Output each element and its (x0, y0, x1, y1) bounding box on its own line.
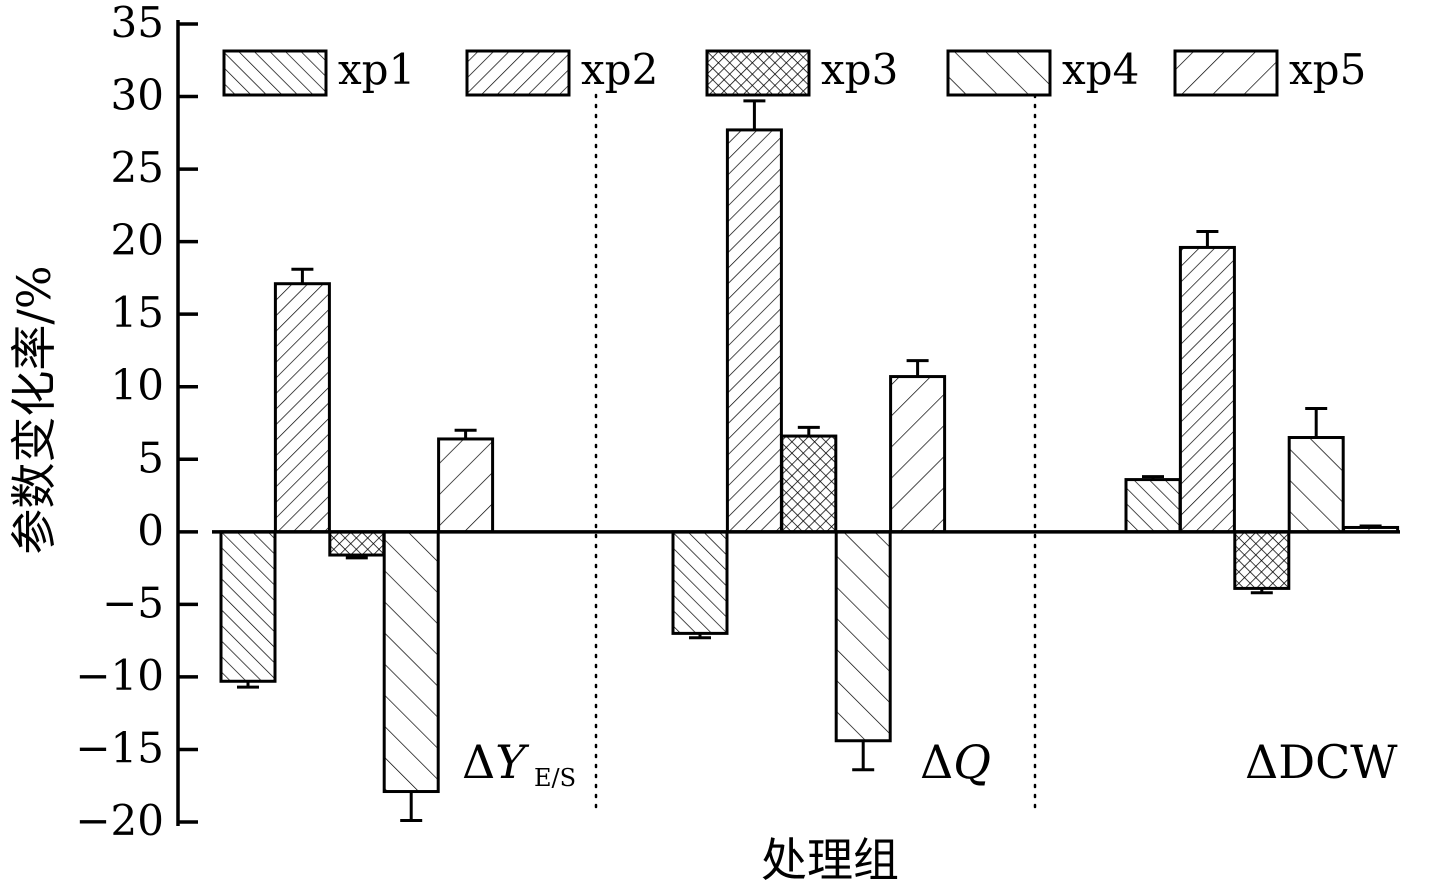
y-axis-title: 参数变化率/% (7, 265, 61, 554)
legend: xp1 xp2 xp3 xp4 xp5 (222, 45, 1366, 97)
legend-swatch (1173, 49, 1279, 97)
legend-item-xp1: xp1 (222, 45, 415, 97)
bar-xp3-group1 (328, 530, 386, 557)
legend-item-xp3: xp3 (705, 45, 898, 97)
y-tick-label: −10 (75, 651, 164, 700)
y-tick-label: 30 (111, 71, 164, 120)
legend-label: xp3 (821, 45, 898, 94)
group-label-sub: E/S (534, 764, 576, 792)
bar-xp5-group1 (437, 437, 495, 534)
legend-swatch (465, 49, 571, 97)
bar-xp1-group2 (671, 530, 729, 635)
bar-xp2-group3 (1178, 245, 1236, 534)
bar-xp2-group2 (725, 128, 783, 534)
bar-xp2-group1 (273, 282, 331, 534)
y-tick-label: −20 (75, 796, 164, 845)
legend-swatch (222, 49, 328, 97)
legend-item-xp5: xp5 (1173, 45, 1366, 97)
group-label-main: ΔY (462, 735, 530, 789)
legend-label: xp5 (1289, 45, 1366, 94)
group-label-2: ΔQ (920, 735, 991, 789)
error-bars (237, 99, 1382, 823)
y-tick-label: 20 (111, 216, 164, 265)
legend-item-xp4: xp4 (946, 45, 1139, 97)
bar-xp4-group2 (834, 530, 892, 743)
legend-label: xp1 (338, 45, 415, 94)
y-tick-label: 25 (111, 143, 164, 192)
y-tick-label: 10 (111, 361, 164, 410)
bar-xp1-group1 (219, 530, 277, 683)
bar-xp3-group3 (1233, 530, 1291, 590)
bar-xp1-group3 (1124, 478, 1182, 534)
y-tick-label: 5 (137, 433, 164, 482)
bar-xp4-group1 (382, 530, 440, 794)
bar-xp4-group3 (1287, 436, 1345, 534)
legend-label: xp4 (1062, 45, 1139, 94)
group-label-main: ΔDCW (1245, 735, 1398, 789)
bar-xp5-group2 (889, 375, 947, 534)
legend-swatch (946, 49, 1052, 97)
y-tick-label: 0 (137, 506, 164, 555)
group-label-main: ΔQ (920, 735, 991, 789)
y-tick-label: 35 (111, 0, 164, 47)
bars (219, 128, 1400, 794)
legend-swatch (705, 49, 811, 97)
group-label-3: ΔDCW (1245, 735, 1398, 789)
y-tick-label: −5 (102, 578, 164, 627)
x-axis-title: 处理组 (761, 833, 899, 886)
legend-label: xp2 (581, 45, 658, 94)
y-tick-label: −15 (75, 723, 164, 772)
legend-item-xp2: xp2 (465, 45, 658, 97)
group-separators (594, 93, 1037, 814)
bar-xp3-group2 (780, 434, 838, 534)
axes: 35 30 25 20 15 10 5 0 −5 −10 −15 −20 (75, 0, 1400, 845)
y-tick-label: 15 (111, 288, 164, 337)
